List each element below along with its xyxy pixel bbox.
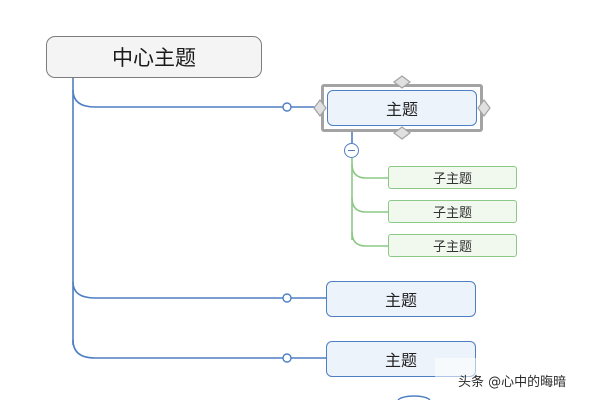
central-topic-label: 中心主题 xyxy=(112,46,196,70)
watermark-text: 头条 @心中的晦暗 xyxy=(458,375,567,390)
topic-label: 主题 xyxy=(384,351,417,370)
subtopic-node-1[interactable]: 子主题 xyxy=(388,166,517,189)
topic-node-1[interactable]: 主题 xyxy=(327,90,477,126)
sub-branch-line-2 xyxy=(351,197,388,213)
branch-line-topic-3 xyxy=(72,339,283,359)
subtopic-node-2[interactable]: 子主题 xyxy=(388,200,517,223)
sub-branch-line-3 xyxy=(351,231,388,247)
subtopic-label: 子主题 xyxy=(432,206,472,221)
topic-node-2[interactable]: 主题 xyxy=(326,281,476,317)
connector-dot-topic-3[interactable] xyxy=(282,353,292,363)
partial-bottom-node xyxy=(397,395,431,400)
subtopic-node-3[interactable]: 子主题 xyxy=(388,234,517,257)
topic-label: 主题 xyxy=(384,291,417,310)
connector-dot-topic-2[interactable] xyxy=(282,293,292,303)
branch-line-topic-2 xyxy=(72,281,283,299)
subtopic-label: 子主题 xyxy=(432,172,472,187)
central-topic[interactable]: 中心主题 xyxy=(46,36,262,78)
collapse-minus-circle-icon[interactable] xyxy=(344,143,359,158)
sub-branch-line-1 xyxy=(351,163,388,179)
connector-dot-topic-1[interactable] xyxy=(282,102,292,112)
watermark-backdrop xyxy=(435,358,600,400)
topic-label: 主题 xyxy=(385,100,418,119)
subtopic-label: 子主题 xyxy=(432,240,472,255)
branch-line-topic-1 xyxy=(72,89,287,108)
